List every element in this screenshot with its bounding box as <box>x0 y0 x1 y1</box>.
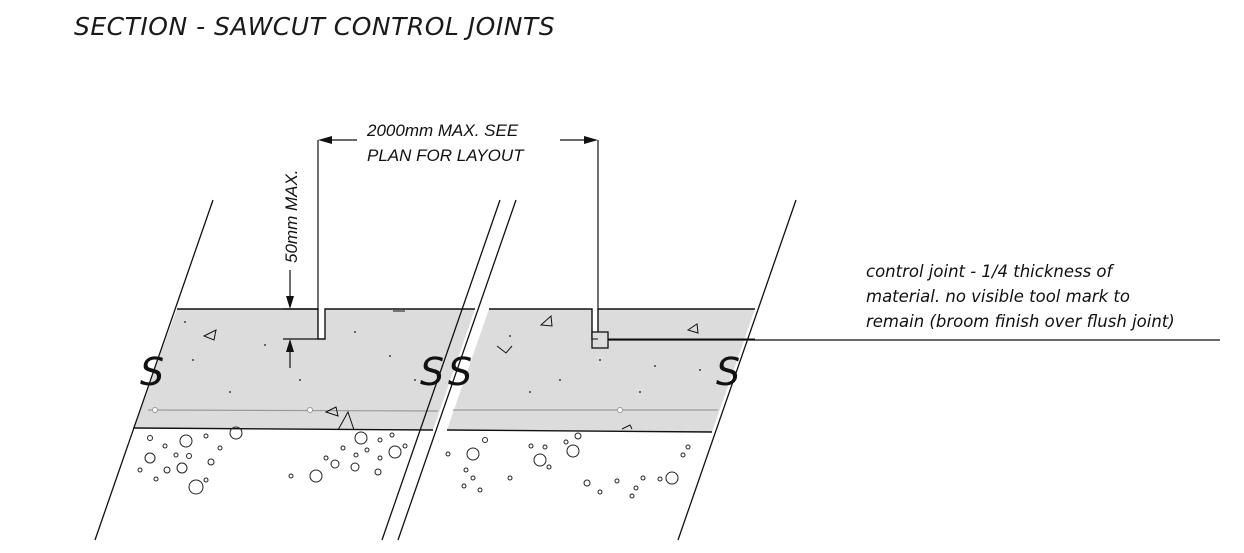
break-lines <box>94 199 797 541</box>
callout-line-1: control joint - 1/4 thickness of <box>866 262 1115 281</box>
break-mark-2: S <box>420 350 444 394</box>
depth-label: 50mm MAX. <box>282 169 301 263</box>
callout-line-3: remain (broom finish over flush joint) <box>866 312 1175 331</box>
reinforcement-left <box>147 409 439 412</box>
concrete-aggregate <box>202 310 699 431</box>
spacing-label-line2: PLAN FOR LAYOUT <box>367 146 525 165</box>
control-joint-detail <box>591 331 609 349</box>
slab-bottom-left <box>132 427 434 431</box>
depth-dimension <box>283 270 318 368</box>
slab-right <box>447 309 755 432</box>
spacing-dimension <box>317 136 599 309</box>
break-mark-4: S <box>716 350 740 394</box>
drawing-title: SECTION - SAWCUT CONTROL JOINTS <box>74 12 556 41</box>
slab-left <box>133 309 475 430</box>
spacing-label-line1: 2000mm MAX. SEE <box>366 121 519 140</box>
break-mark-3: S <box>448 350 472 394</box>
break-mark-1: S <box>140 350 164 394</box>
callout-line-2: material. no visible tool mark to <box>866 287 1130 306</box>
slab-bottom-right <box>446 429 713 433</box>
gravel-base <box>137 426 691 499</box>
